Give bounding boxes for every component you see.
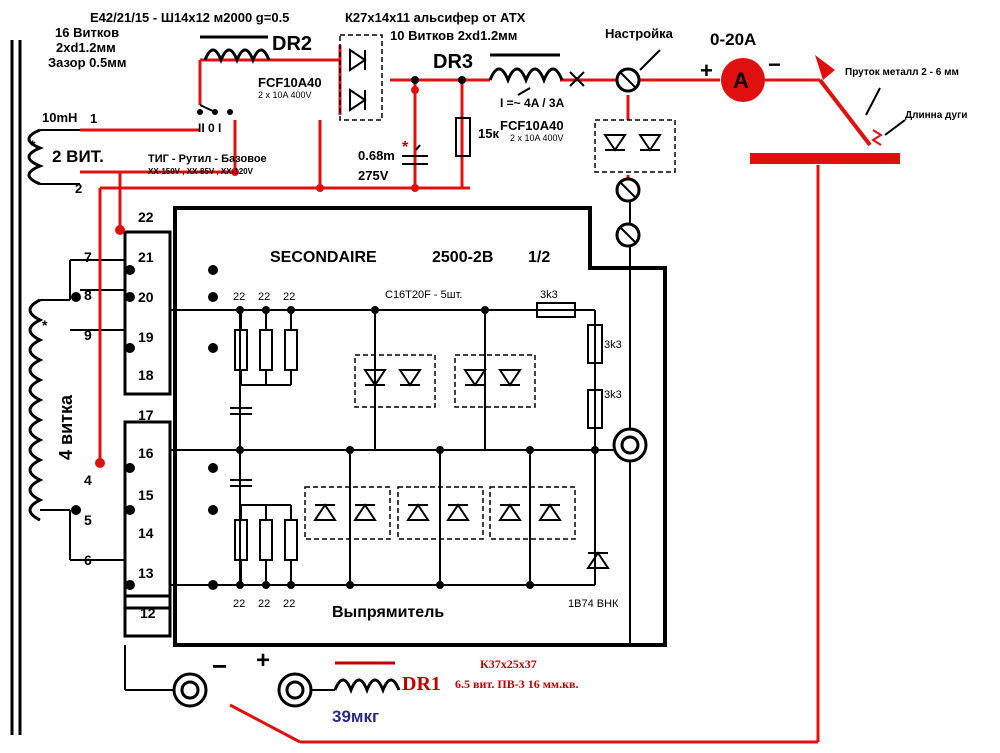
rc-22-b: 22 — [258, 291, 270, 303]
pin-8: 8 — [84, 287, 92, 303]
rc-22-a: 22 — [233, 291, 245, 303]
thyristor-group — [304, 34, 676, 540]
modes-label: ТИГ - Рутил - Базовое — [148, 153, 267, 165]
rc-snubber-top — [230, 310, 298, 415]
pin-13: 13 — [138, 565, 154, 581]
cap-voltage: 275V — [358, 168, 389, 183]
secondary-winding — [28, 259, 125, 561]
aux-turns-label: 2 ВИТ. — [52, 147, 104, 166]
dr2-name: DR2 — [272, 33, 312, 55]
pin-5: 5 — [84, 512, 92, 528]
board-outline — [173, 206, 667, 647]
pin-22: 22 — [138, 209, 154, 225]
diode2-spec: 2 x 10A 400V — [510, 133, 564, 143]
dr2-inductor — [200, 35, 271, 65]
switch-positions: II 0 I — [198, 121, 221, 135]
cap-star: * — [402, 139, 409, 156]
pin-20: 20 — [138, 289, 154, 305]
res-3k3-a: 3k3 — [540, 289, 558, 301]
pin-19: 19 — [138, 329, 154, 345]
rc-snubber-bottom — [230, 479, 298, 585]
dr1-name: DR1 — [402, 673, 441, 695]
dr3-core-label: К27x14x11 альсифер от АТХ — [345, 10, 526, 25]
current-note: I =~ 4A / 3A — [500, 96, 565, 110]
dr1-inductance: 39мкг — [332, 707, 379, 726]
cap-value: 0.68m — [358, 148, 395, 163]
aux-star: * — [30, 137, 36, 153]
pin-7: 7 — [84, 249, 92, 265]
l10mh-label: 10mH — [42, 110, 77, 125]
pin-14: 14 — [138, 525, 154, 541]
res-15k: 15к — [478, 126, 499, 141]
ammeter-plus: + — [700, 58, 713, 83]
aux-wiring — [80, 45, 872, 744]
winding-turns: 4 витка — [56, 394, 76, 460]
diode1-name: FCF10A40 — [258, 75, 322, 90]
ammeter-letter: A — [733, 68, 749, 93]
pointer-arrows — [415, 49, 906, 151]
dr2-wire-label: 2xd1.2мм — [56, 40, 116, 55]
ammeter-range: 0-20A — [710, 30, 756, 49]
dr1-inductor — [310, 661, 401, 695]
dr2-core-label: E42/21/15 - Ш14x12 м2000 g=0.5 — [90, 10, 289, 25]
transformer-core — [10, 40, 22, 735]
mode-volts-label: XX-150V , XX-85V , XX-120V — [148, 167, 254, 176]
pin-12: 12 — [140, 605, 156, 621]
diode-bottom-label: 1В74 ВНК — [568, 598, 619, 610]
board-model: 2500-2B — [432, 249, 493, 266]
board-title: SECONDAIRE — [270, 249, 377, 266]
thyristor-symbols — [313, 48, 662, 569]
board-half: 1/2 — [528, 249, 550, 266]
thyristor-label: C16T20F - 5шт. — [385, 289, 462, 301]
diode2-name: FCF10A40 — [500, 118, 564, 133]
dr1-core: К37x25x37 — [480, 657, 537, 671]
dr3-name: DR3 — [433, 51, 473, 73]
workpiece — [750, 153, 900, 164]
board-wiring — [124, 195, 631, 691]
tuning-label: Настройка — [605, 26, 674, 41]
junctions — [71, 76, 599, 590]
terminal-block — [123, 230, 172, 638]
output-plus: + — [256, 647, 270, 674]
pin-6: 6 — [84, 552, 92, 568]
output-minus: − — [212, 651, 227, 681]
electrode-tip — [815, 55, 835, 80]
rc-22-d: 22 — [233, 598, 245, 610]
red-junctions — [95, 86, 419, 468]
pin-17: 17 — [138, 407, 154, 423]
arc-label: Длинна дуги — [905, 110, 967, 121]
pin-15: 15 — [138, 487, 154, 503]
dr3-turns-label: 10 Витков 2xd1.2мм — [390, 28, 517, 43]
diode1-spec: 2 x 10A 400V — [258, 90, 312, 100]
pin-16: 16 — [138, 445, 154, 461]
rod-label: Пруток металл 2 - 6 мм — [845, 67, 959, 78]
pin-21: 21 — [138, 249, 154, 265]
rc-22-f: 22 — [283, 598, 295, 610]
dr1-wire: 6.5 вит. ПВ-3 16 мм.кв. — [455, 677, 578, 691]
pin-9: 9 — [84, 327, 92, 343]
dr3-inductor — [488, 53, 564, 84]
terminal-diagonals — [619, 71, 637, 244]
dr2-gap-label: Зазор 0.5мм — [48, 55, 126, 70]
res-3k3-b: 3k3 — [604, 339, 622, 351]
pin-18: 18 — [138, 367, 154, 383]
rectifier-label: Выпрямитель — [332, 604, 444, 621]
dr2-turns-label: 16 Витков — [55, 25, 119, 40]
winding-star: * — [42, 317, 48, 333]
pin-1: 1 — [90, 111, 97, 126]
ammeter — [721, 58, 765, 102]
pin-2: 2 — [75, 181, 82, 196]
res-3k3-c: 3k3 — [604, 389, 622, 401]
rc-22-c: 22 — [283, 291, 295, 303]
mode-switch[interactable] — [197, 104, 233, 115]
resistors — [402, 117, 603, 429]
ammeter-minus: − — [768, 52, 781, 77]
rc-22-e: 22 — [258, 598, 270, 610]
pin-4: 4 — [84, 472, 92, 488]
aux-winding — [27, 128, 80, 186]
